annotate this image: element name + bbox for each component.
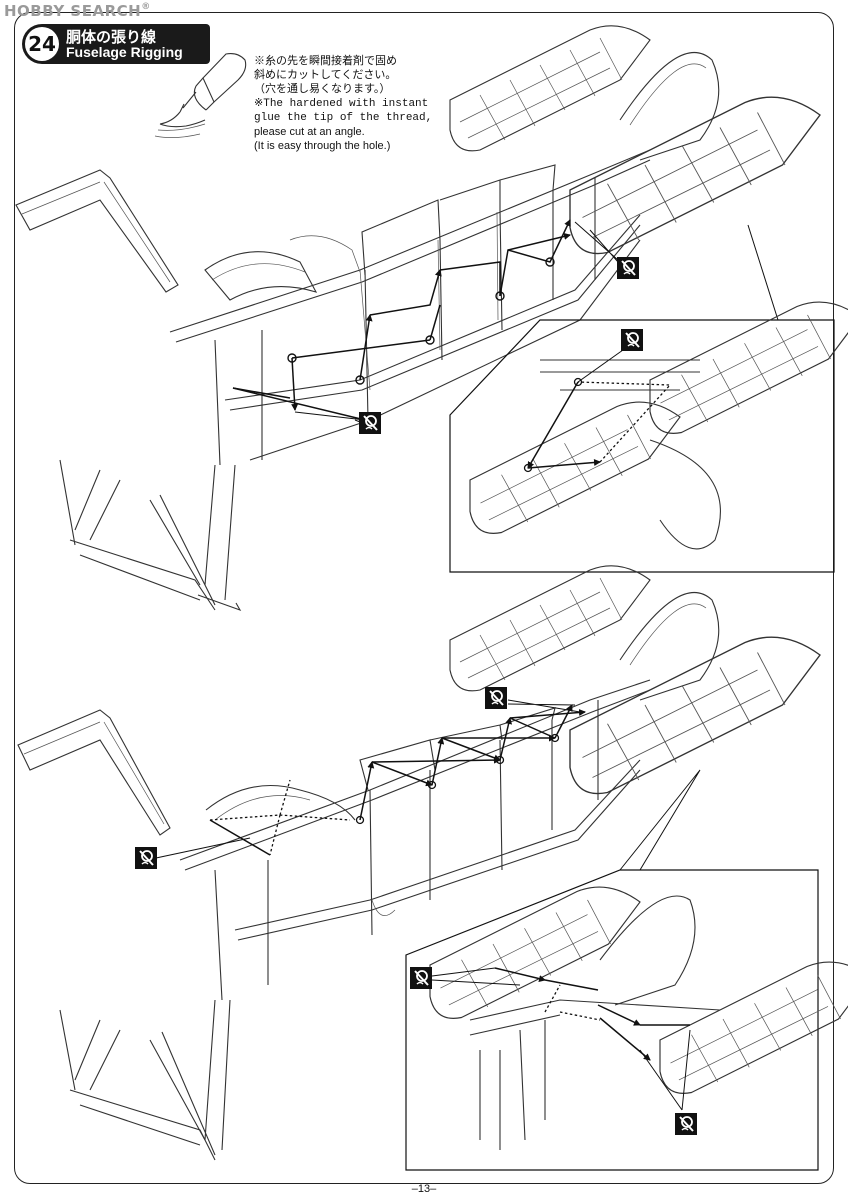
watermark: HOBBY SEARCH® <box>4 2 151 20</box>
detail-inset-bottom-drawing <box>429 886 848 1150</box>
note-jp-line: 斜めにカットしてください。 <box>254 69 397 82</box>
note-jp-line: ※糸の先を瞬間接着剤で固め <box>254 55 397 67</box>
rigging-lines-bottom <box>209 704 586 856</box>
step-title-jp: 胴体の張り線 <box>66 28 157 46</box>
note-jp-line: （穴を通し易くなります。） <box>254 83 391 96</box>
rigging-symbol-icon <box>616 256 640 280</box>
rigging-symbol-icon <box>409 966 433 990</box>
note-en-line: ※The hardened with instant <box>254 97 429 110</box>
rigging-symbol-icon <box>620 328 644 352</box>
note-en-line: please cut at an angle. <box>254 126 365 139</box>
rigging-lines-top <box>232 219 571 422</box>
glue-note: ※糸の先を瞬間接着剤で固め 斜めにカットしてください。 （穴を通し易くなります。… <box>254 54 434 153</box>
page-number: –13– <box>411 1183 437 1195</box>
detail-inset-bottom <box>405 869 819 1171</box>
step-header: 24 胴体の張り線 Fuselage Rigging <box>22 24 210 64</box>
fuselage-frame-top <box>15 25 821 612</box>
rigging-symbol-icon <box>674 1112 698 1136</box>
page-border <box>14 12 834 1184</box>
rigging-symbol-icon <box>134 846 158 870</box>
watermark-text: HOBBY SEARCH <box>4 2 142 20</box>
rigging-symbol-icon <box>484 686 508 710</box>
watermark-registered-mark: ® <box>141 2 151 12</box>
step-title-en: Fuselage Rigging <box>66 44 183 60</box>
detail-inset-top <box>449 319 835 573</box>
rigging-symbol-icon <box>358 411 382 435</box>
detail-inset-top-drawing <box>469 301 848 550</box>
note-en-line: glue the tip of the thread, <box>254 111 433 124</box>
instant-glue-bottle-icon <box>154 53 247 138</box>
step-number: 24 <box>25 27 59 61</box>
note-en-line: (It is easy through the hole.) <box>254 140 391 153</box>
